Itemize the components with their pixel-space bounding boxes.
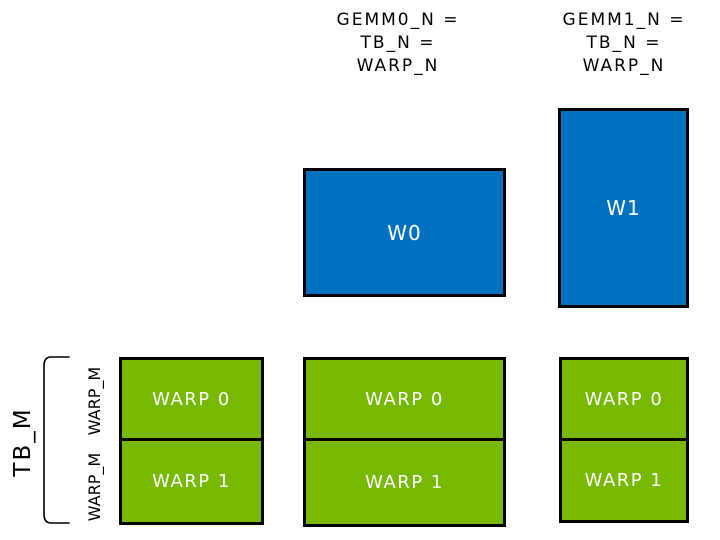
warp-tile-col1-warp0: WARP 0 bbox=[303, 357, 506, 442]
warp-tile-col1-warp1: WARP 1 bbox=[303, 438, 506, 527]
warp-m-label-bottom: WARP_M bbox=[85, 452, 104, 522]
warp-tile-col2-warp0: WARP 0 bbox=[559, 357, 689, 442]
tb-m-label: TB_M bbox=[10, 407, 36, 477]
header-line: GEMM0_N = bbox=[336, 10, 460, 30]
warp-tile-label: WARP 1 bbox=[584, 470, 664, 491]
header-line: TB_N = bbox=[586, 33, 662, 53]
accumulator-tile-w1: W1 bbox=[558, 108, 689, 308]
warp-tile-label: WARP 0 bbox=[365, 389, 444, 410]
warp-m-label-top: WARP_M bbox=[85, 366, 104, 436]
header-line: WARP_N bbox=[582, 56, 666, 76]
accumulator-tile-w0: W0 bbox=[303, 168, 506, 297]
gemm0-column-header: GEMM0_N = TB_N = WARP_N bbox=[298, 9, 498, 78]
warp-tile-col2-warp1: WARP 1 bbox=[559, 438, 689, 523]
w0-label: W0 bbox=[387, 220, 422, 245]
warp-tile-label: WARP 0 bbox=[584, 389, 664, 410]
warp-tile-label: WARP 1 bbox=[152, 471, 231, 492]
header-line: GEMM1_N = bbox=[562, 10, 686, 30]
warp-tile-col0-warp0: WARP 0 bbox=[119, 357, 264, 442]
tb-m-bracket-icon bbox=[43, 356, 70, 524]
warp-tile-label: WARP 0 bbox=[152, 389, 231, 410]
header-line: TB_N = bbox=[360, 33, 436, 53]
warp-tile-col0-warp1: WARP 1 bbox=[119, 438, 264, 525]
gemm1-column-header: GEMM1_N = TB_N = WARP_N bbox=[524, 9, 720, 78]
warp-tile-label: WARP 1 bbox=[365, 472, 444, 493]
header-line: WARP_N bbox=[356, 56, 440, 76]
w1-label: W1 bbox=[606, 196, 641, 220]
